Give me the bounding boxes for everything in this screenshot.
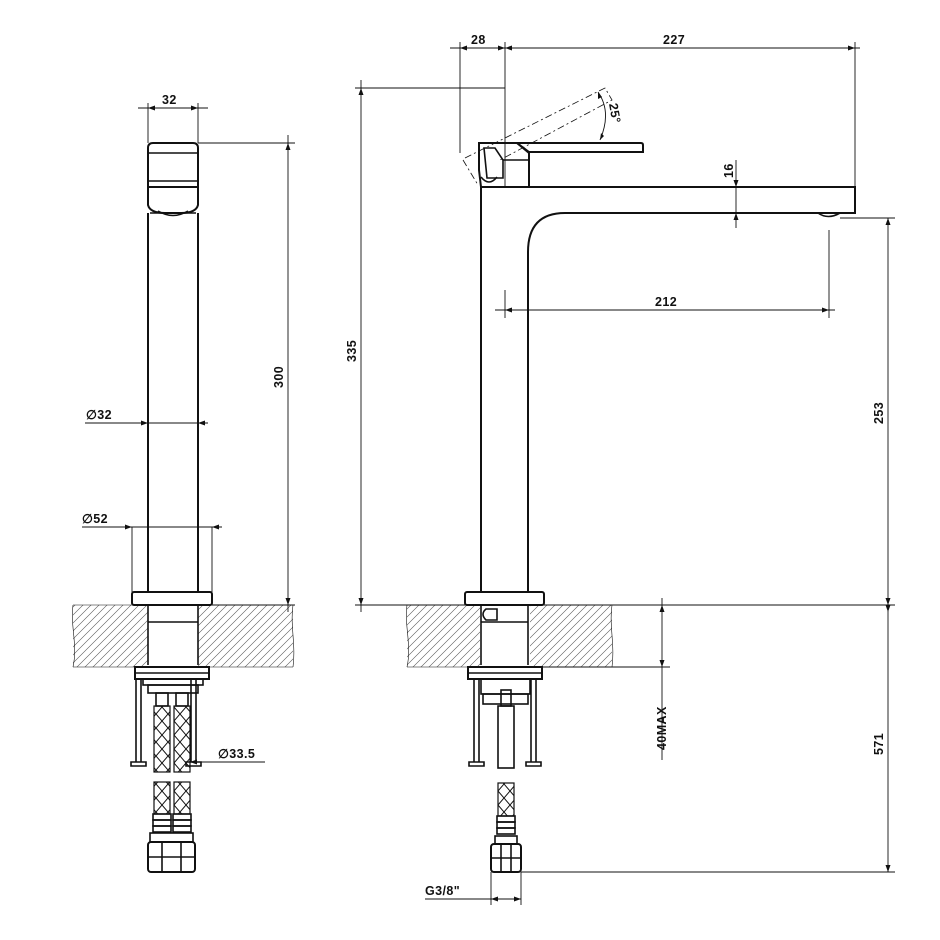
- dimension-labels: 32 300 ∅32 ∅52 ∅33.5 28 227 25° 16 212 3…: [82, 33, 886, 898]
- countertop-front: [406, 604, 614, 668]
- label-front-thread: G3/8": [425, 884, 460, 898]
- label-front-total-height: 335: [345, 340, 359, 362]
- front-view-dimensions: [355, 42, 895, 905]
- label-side-height: 300: [272, 366, 286, 388]
- label-front-outlet-height: 253: [872, 402, 886, 424]
- label-front-lever-angle: 25°: [606, 102, 623, 124]
- countertop-side: [72, 604, 295, 668]
- label-front-deck-max: 40MAX: [655, 706, 669, 750]
- label-side-width: 32: [162, 93, 177, 107]
- label-side-diameter-base: ∅52: [82, 512, 108, 526]
- label-front-spout-length: 227: [663, 33, 685, 47]
- label-side-diameter-hose: ∅33.5: [218, 747, 255, 761]
- label-front-reach: 212: [655, 295, 677, 309]
- front-view-faucet: [462, 87, 856, 873]
- side-view-faucet: [130, 142, 213, 873]
- label-front-hose-length: 571: [872, 733, 886, 755]
- side-view-dimensions: [82, 103, 295, 765]
- label-front-spout-thickness: 16: [722, 163, 736, 178]
- label-front-handle-offset: 28: [471, 33, 486, 47]
- label-side-diameter-body: ∅32: [86, 408, 112, 422]
